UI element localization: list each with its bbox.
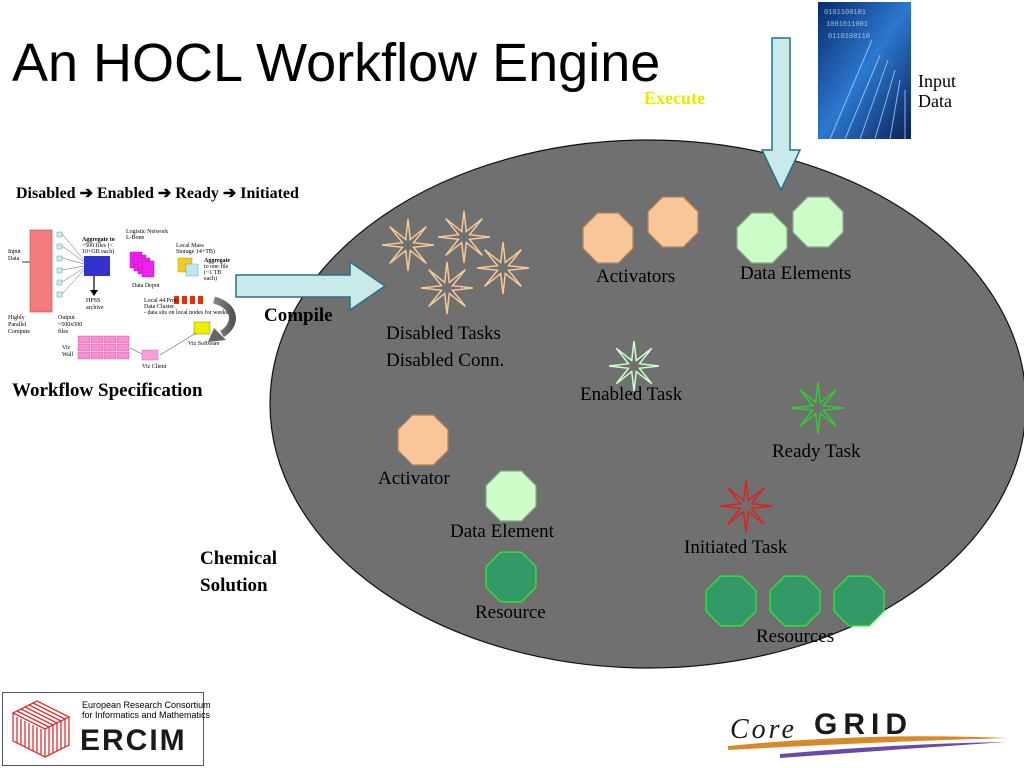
resource-octagon: [769, 575, 821, 627]
ercim-caption: European Research Consortium for Informa…: [82, 700, 211, 721]
disabled-tasks-label: Disabled Tasks Disabled Conn.: [386, 323, 505, 371]
svg-text:Viz Software: Viz Software: [188, 340, 220, 347]
initiated-task-star-shape: [719, 479, 773, 533]
viz-wall-cell: [77, 351, 91, 360]
data-element-octagon: [485, 470, 537, 522]
ready-task-star: [791, 381, 845, 435]
ercim-wordmark: ERCIM: [80, 724, 187, 757]
compile-label: Compile: [264, 305, 333, 326]
data-element-octagon: [736, 212, 788, 264]
initiated-task-label: Initiated Task: [684, 537, 788, 558]
disabled-task-star: [381, 218, 435, 272]
initiated-task-star: [719, 479, 773, 533]
viz-wall-cell: [90, 351, 104, 360]
state-sequence: Disabled ➔ Enabled ➔ Ready ➔ Initiated: [16, 185, 299, 202]
viz-wall-cell: [90, 343, 104, 352]
resource-octagon: [833, 575, 885, 627]
input-data-label: Input Data: [918, 71, 956, 111]
viz-wall-cell: [116, 335, 130, 344]
svg-text:Aggregate to~500 files (<10+GB: Aggregate to~500 files (<10+GB each): [82, 237, 115, 255]
ercim-logo: [2, 692, 204, 766]
resource-label: Resource: [475, 602, 546, 623]
viz-wall-cell: [103, 335, 117, 344]
viz-wall-cell: [116, 351, 130, 360]
execute-arrow: [760, 37, 802, 192]
svg-text:0110100110: 0110100110: [828, 33, 870, 41]
viz-wall-cell: [116, 343, 130, 352]
ready-task-star-shape: [791, 381, 845, 435]
disabled-task-star: [437, 210, 491, 264]
workflow-specification-label: Workflow Specification: [12, 380, 203, 401]
execute-label: Execute: [644, 88, 705, 108]
svg-text:Viz Client: Viz Client: [142, 364, 167, 370]
chemical-solution-label: Chemical Solution: [200, 548, 278, 596]
ready-task-label: Ready Task: [772, 441, 861, 462]
disabled-tasks-stars: [381, 210, 530, 315]
svg-text:Local 44 Proc.Data Cluster- da: Local 44 Proc.Data Cluster- data sits on…: [144, 298, 229, 316]
svg-text:0101100101: 0101100101: [824, 9, 866, 17]
enabled-task-label: Enabled Task: [580, 384, 683, 405]
data-elements-label: Data Elements: [740, 263, 852, 284]
viz-wall-cell: [90, 335, 104, 344]
enabled-task-star: [608, 340, 660, 392]
chemical-solution-ellipse: [269, 139, 1024, 669]
activator-octagon: [647, 196, 699, 248]
data-element-octagon: [792, 196, 844, 248]
activator-octagon: [582, 212, 634, 264]
page-title: An HOCL Workflow Engine: [12, 33, 661, 93]
viz-wall-cell: [77, 335, 91, 344]
activator-label: Activator: [378, 468, 450, 489]
resource-octagon: [485, 551, 537, 603]
resource-octagon: [705, 575, 757, 627]
coregrid-swoosh-icon: [728, 736, 1008, 758]
viz-wall-cell: [103, 343, 117, 352]
activator-octagon: [397, 414, 449, 466]
input-data-image: 0101100101 1001011001 0110100110: [818, 2, 911, 140]
disabled-task-star: [476, 241, 530, 295]
resources-label: Resources: [756, 626, 835, 647]
viz-wall-cell: [103, 351, 117, 360]
activators-label: Activators: [596, 266, 676, 287]
molecule-octagons: [397, 196, 885, 627]
disabled-task-star: [420, 261, 474, 315]
svg-text:1001011001: 1001011001: [826, 21, 868, 29]
compile-arrow: [235, 260, 387, 312]
data-element-label: Data Element: [450, 521, 554, 542]
enabled-task-star-shape: [608, 340, 660, 392]
ercim-emblem-icon: [11, 700, 71, 759]
svg-text:Data Depot: Data Depot: [132, 283, 160, 289]
viz-wall-cell: [77, 343, 91, 352]
coregrid-grid-text: GRID: [814, 708, 913, 741]
coregrid-core-text: Core: [730, 714, 797, 745]
